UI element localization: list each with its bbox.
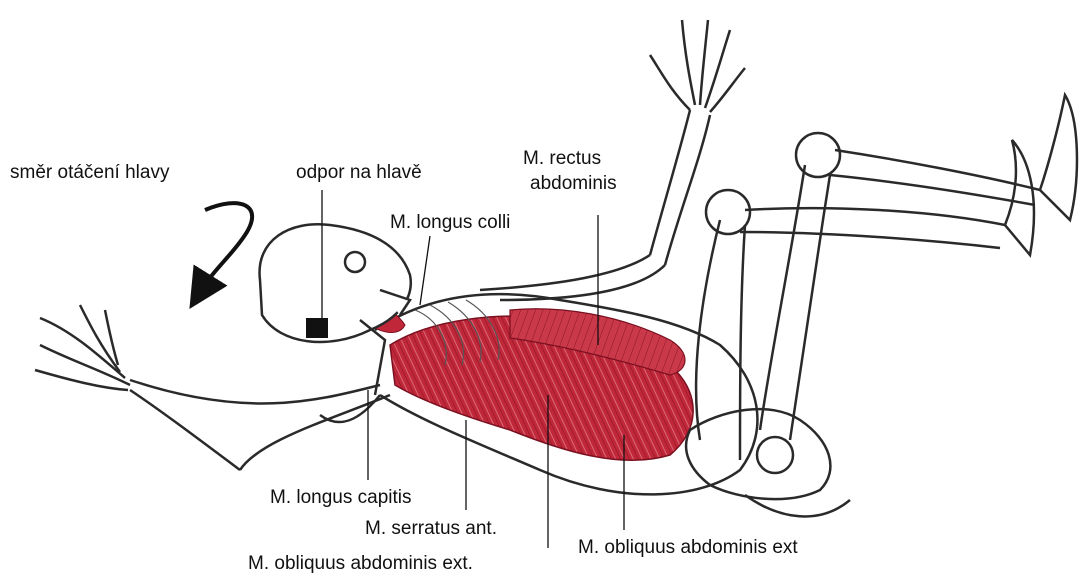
label-rectus-line2: abdominis — [530, 173, 617, 195]
leader-longus-colli — [420, 236, 430, 305]
label-longus-colli: M. longus colli — [390, 212, 510, 234]
rotation-arrow-icon — [200, 203, 252, 292]
label-obliquus-left: M. obliquus abdominis ext. — [248, 553, 473, 575]
resistance-pad — [306, 318, 328, 338]
right-arm — [480, 20, 745, 300]
label-longus-capitis: M. longus capitis — [270, 487, 412, 509]
label-serratus: M. serratus ant. — [365, 518, 497, 540]
label-rectus-line1: M. rectus — [523, 148, 601, 170]
label-head-rotation-direction: směr otáčení hlavy — [10, 162, 169, 184]
label-obliquus-right: M. obliquus abdominis ext — [578, 537, 798, 559]
legs — [686, 95, 1077, 516]
label-head-resistance: odpor na hlavě — [296, 162, 422, 184]
